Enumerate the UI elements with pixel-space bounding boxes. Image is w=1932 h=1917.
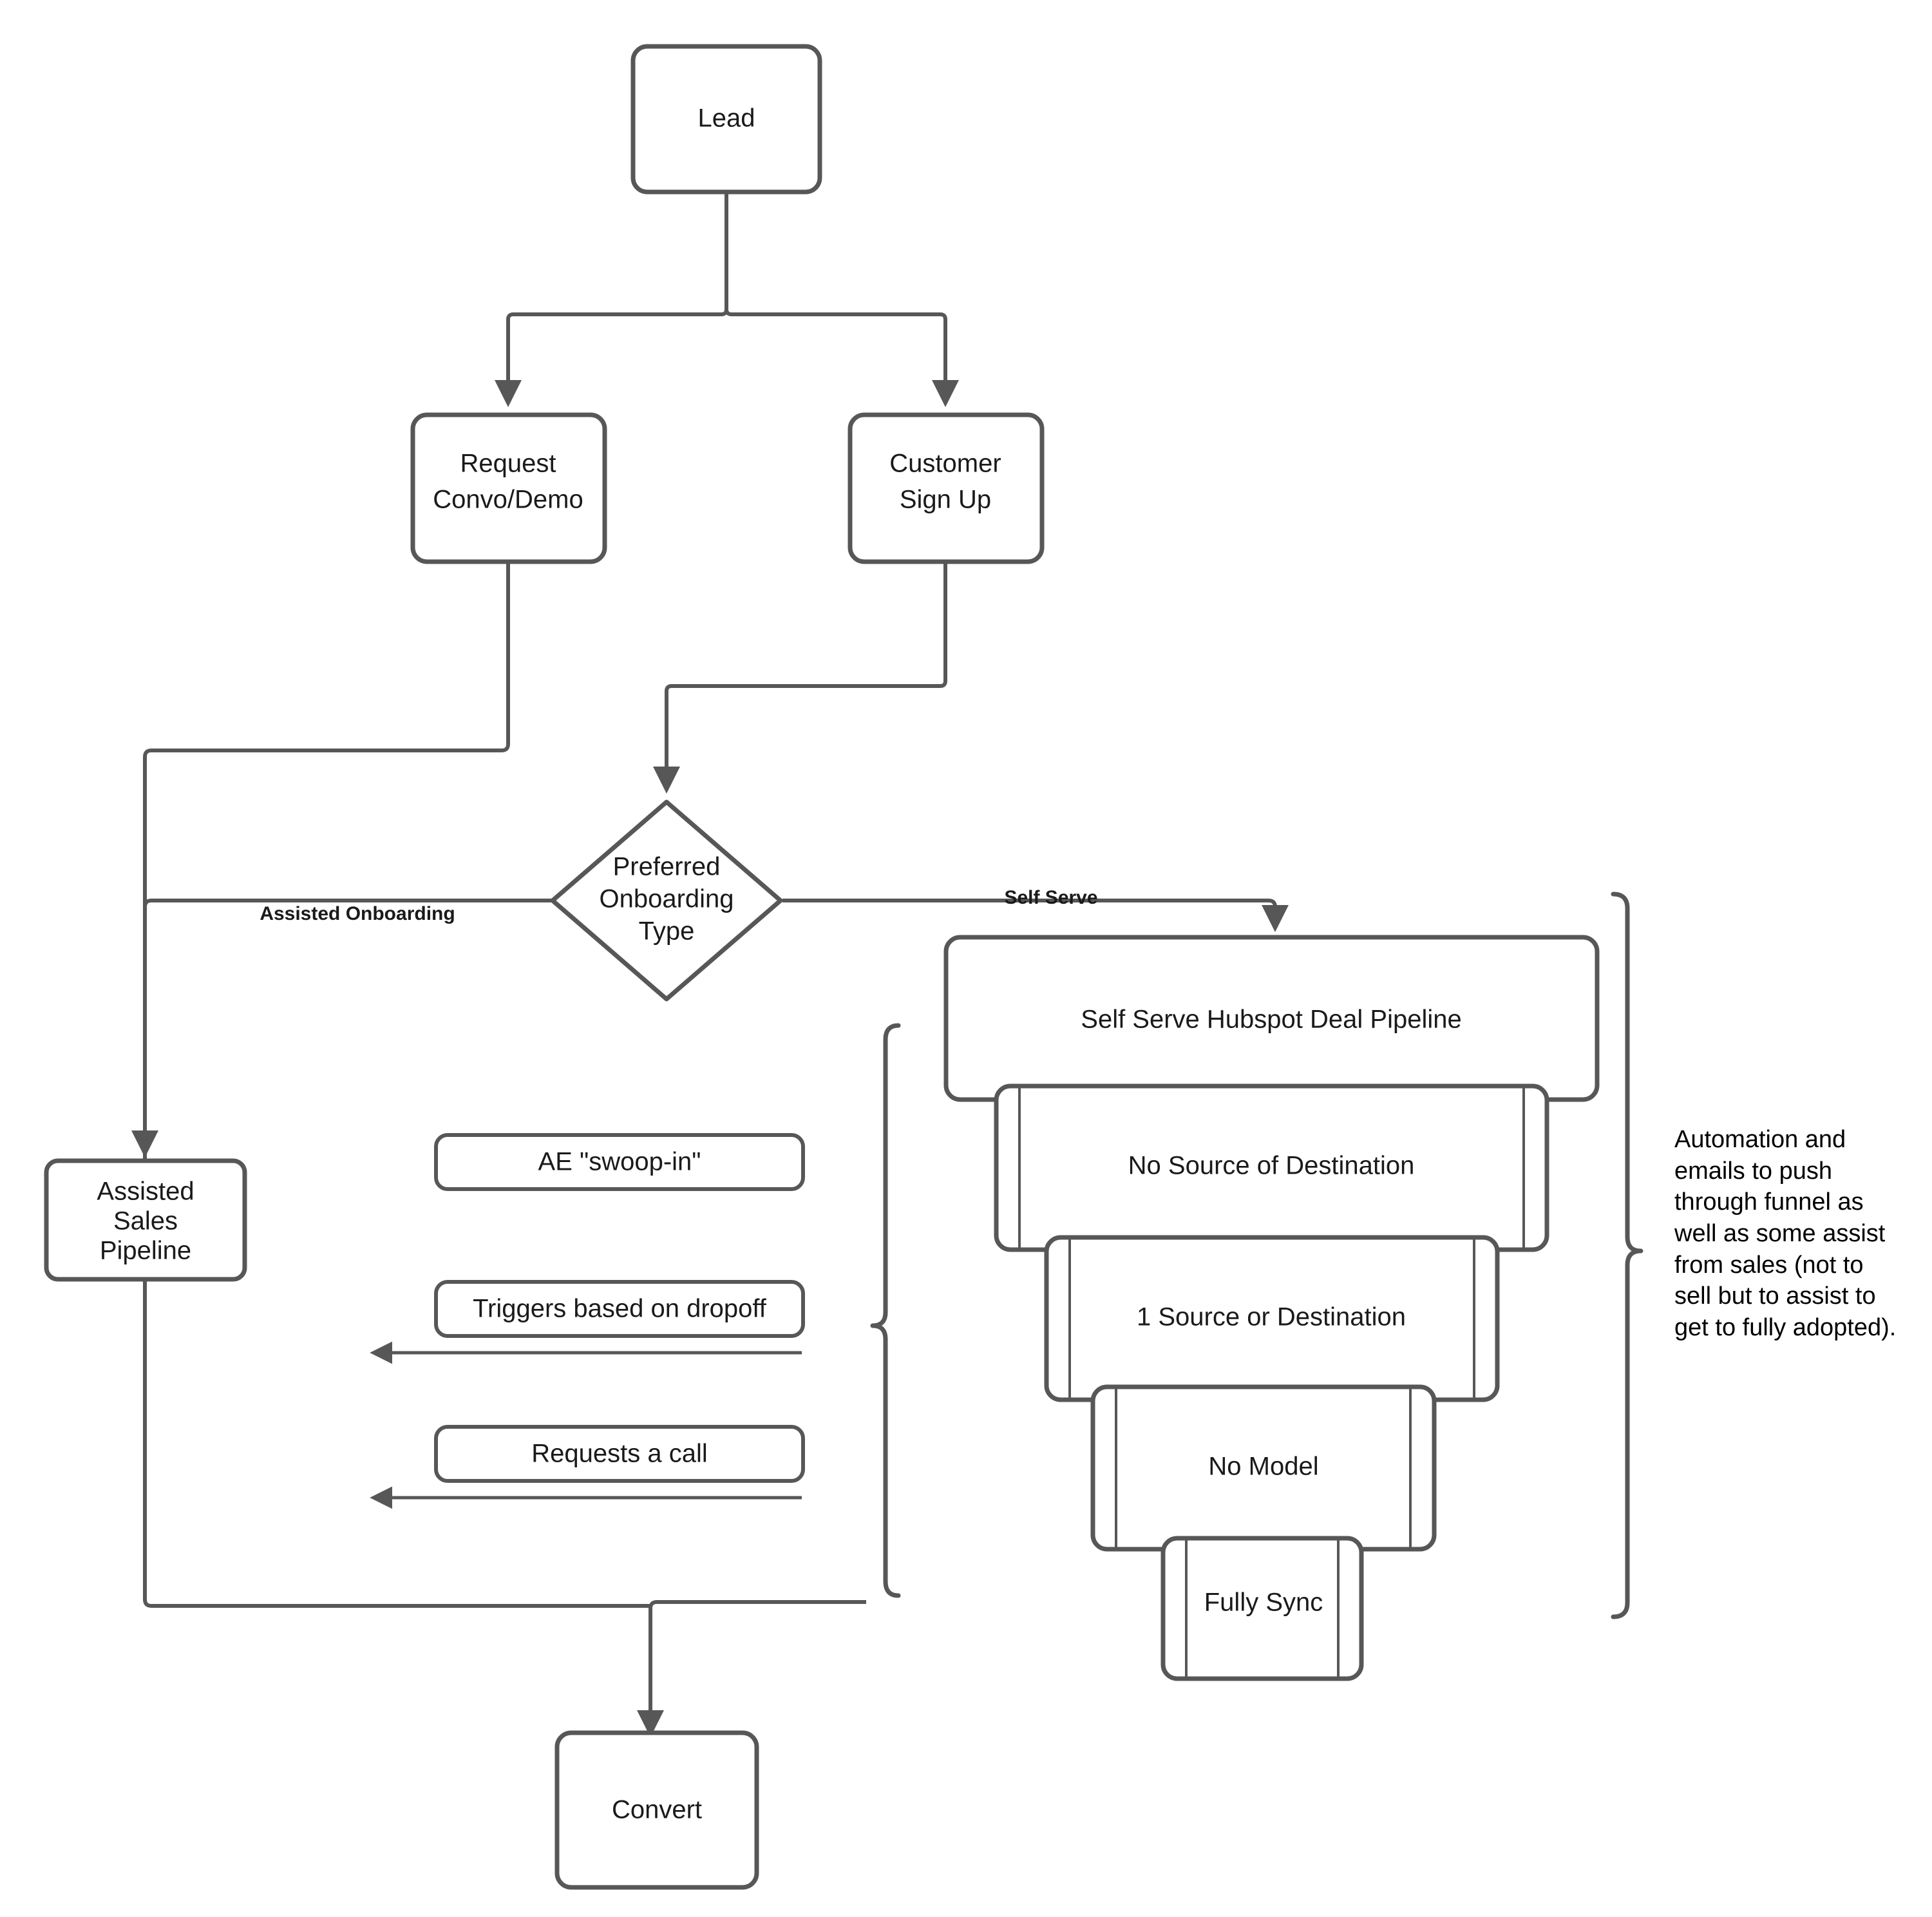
funnel-stage-5[interactable]: Fully Sync [1160,1536,1364,1681]
node-customer-sign-up[interactable]: Customer Sign Up [848,412,1045,564]
edge-signup-decision [653,562,947,794]
svg-text:Self Serve: Self Serve [1004,887,1097,908]
node-assisted-sales-pipeline[interactable]: Assisted Sales Pipeline [44,1158,247,1282]
funnel-stage-1[interactable]: Self Serve Hubspot Deal Pipeline [943,935,1600,1102]
node-preferred-onboarding-type[interactable]: Preferred Onboarding Type [550,799,783,1002]
funnel-stage-3-label: 1 Source or Destination [1137,1303,1406,1331]
funnel-stage-1-label: Self Serve Hubspot Deal Pipeline [1081,1006,1461,1034]
annotation-right-brace [1611,892,1643,1619]
node-request-convo-demo-label-line1: Request [460,450,556,478]
decision-label-line2: Onboarding [599,885,734,913]
node-lead[interactable]: Lead [630,44,822,195]
node-ae-swoop-in-label: AE "swoop-in" [538,1148,701,1176]
node-customer-sign-up-label-line2: Sign Up [900,486,991,514]
edge-request-assisted [131,562,510,1158]
node-requests-a-call[interactable]: Requests a call [434,1425,805,1483]
edge-fullysync-convert [637,1600,866,1737]
assisted-pipeline-label-line3: Pipeline [100,1237,191,1265]
node-lead-label: Lead [698,104,755,133]
node-ae-swoop-in[interactable]: AE "swoop-in" [434,1133,805,1191]
edge-label-assisted-onboarding: Assisted Onboarding [260,903,455,924]
edge-decision-selfserve [782,899,1289,932]
assisted-pipeline-label-line1: Assisted [97,1178,194,1206]
funnel-stage-2[interactable]: No Source of Destination [994,1083,1549,1252]
decision-label-line3: Type [639,917,695,946]
funnel-stage-4-label: No Model [1208,1453,1318,1481]
funnel-stage-2-label: No Source of Destination [1128,1152,1415,1180]
node-requests-a-call-label: Requests a call [531,1440,707,1468]
node-triggers-based-on-dropoff[interactable]: Triggers based on dropoff [434,1280,805,1338]
edge-label-self-serve: Self Serve [1004,887,1097,908]
node-triggers-based-on-dropoff-label: Triggers based on dropoff [473,1295,767,1323]
node-customer-sign-up-label-line1: Customer [889,450,1001,478]
funnel-stage-4[interactable]: No Model [1090,1384,1437,1552]
funnel-annotation-text: Automation and emails to push through fu… [1674,1126,1897,1341]
svg-text:Assisted Onboarding: Assisted Onboarding [260,903,455,924]
node-convert[interactable]: Convert [554,1730,759,1890]
node-request-convo-demo-label-line2: Convo/Demo [433,486,583,514]
node-request-convo-demo[interactable]: Request Convo/Demo [410,412,607,564]
funnel-left-brace [870,1023,901,1598]
funnel-annotation-note: Automation and emails to push through fu… [1674,1124,1900,1343]
decision-label-line1: Preferred [613,853,721,881]
funnel-stage-3[interactable]: 1 Source or Destination [1044,1235,1500,1402]
node-convert-label: Convert [612,1796,702,1824]
assisted-pipeline-label-line2: Sales [113,1207,178,1235]
edge-lead-split [495,192,959,407]
funnel-stage-5-label: Fully Sync [1204,1588,1323,1617]
